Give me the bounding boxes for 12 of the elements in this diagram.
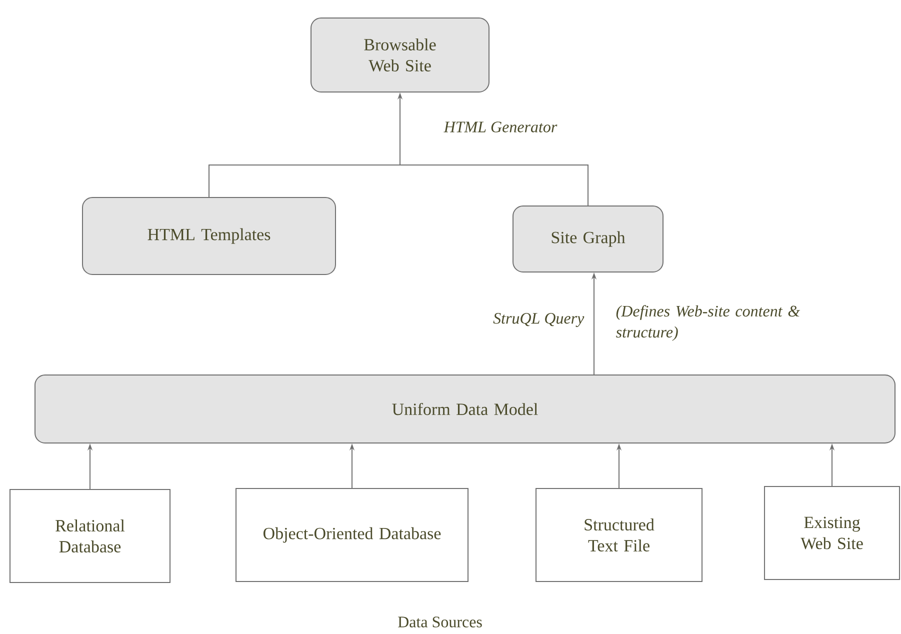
caption: Data Sources — [398, 616, 482, 628]
process-label: HTML Generator — [444, 122, 558, 132]
source-box: Object-Oriented Database — [236, 488, 468, 582]
note: (Defines Web-site content & structure) — [616, 305, 800, 341]
rounded-box: HTML Templates — [82, 197, 336, 275]
rounded-box: Browsable Web Site — [310, 18, 490, 92]
source-box: Relational Database — [10, 489, 170, 583]
rounded-box: Uniform Data Model — [34, 374, 896, 444]
source-box: Structured Text File — [536, 488, 702, 582]
rounded-box: Site Graph — [512, 206, 664, 272]
edge-label: StruQL Query — [493, 313, 584, 328]
source-box: Existing Web Site — [764, 486, 900, 580]
